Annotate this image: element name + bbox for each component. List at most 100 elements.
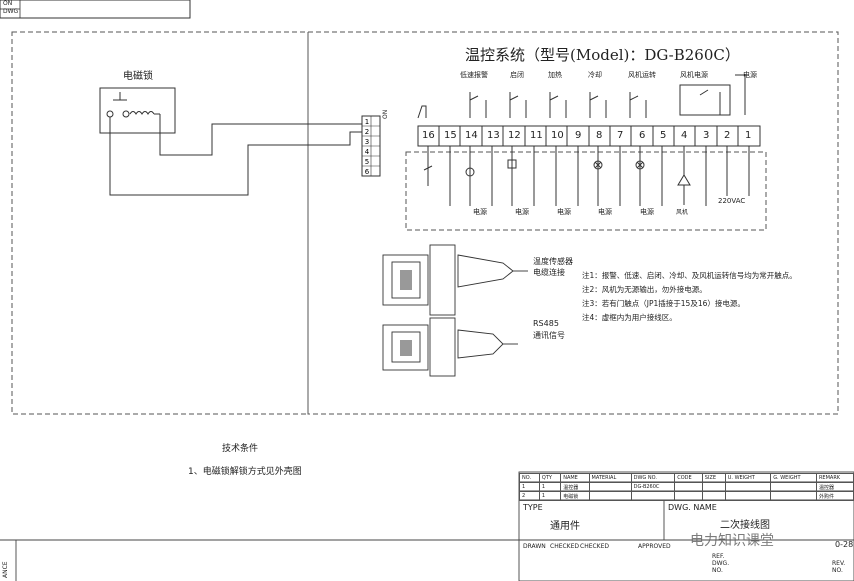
relay-label-6: 风机电源 bbox=[680, 71, 708, 79]
tb-h-gweight: G. WEIGHT bbox=[770, 473, 817, 483]
right-frame bbox=[307, 31, 839, 415]
tb-cell bbox=[770, 482, 817, 492]
rs485-label-2: 通讯信号 bbox=[533, 331, 565, 340]
dwg-name-label: DWG. NAME bbox=[668, 503, 717, 512]
drawn-label: DRAWN bbox=[523, 543, 546, 550]
rs485-label-1: RS485 bbox=[533, 319, 559, 328]
load-label-1: 电源 bbox=[473, 208, 487, 216]
watermark: 电力知识课堂 bbox=[690, 533, 774, 549]
tb-cell bbox=[674, 491, 703, 501]
tb-h-qty: QTY bbox=[538, 473, 562, 483]
tb-cell bbox=[724, 491, 772, 501]
db-connectors bbox=[382, 244, 528, 377]
tb-cell: 温控器 bbox=[560, 482, 590, 492]
relay-contacts bbox=[417, 74, 746, 119]
load-label-4: 电源 bbox=[598, 208, 612, 216]
type-value: 通用件 bbox=[550, 521, 580, 532]
switch-pin-4: 4 bbox=[365, 148, 370, 156]
tb-h-name: NAME bbox=[560, 473, 590, 483]
terminal-6: 6 bbox=[639, 130, 646, 141]
terminal-4: 4 bbox=[681, 130, 688, 141]
dwg-no-tail: 0-28 bbox=[835, 540, 854, 549]
tb-cell: 2 bbox=[519, 491, 540, 501]
switch-pin-5: 5 bbox=[365, 158, 369, 166]
lock-label: 电磁锁 bbox=[123, 71, 153, 82]
approved-label: APPROVED bbox=[638, 543, 671, 550]
user-wiring-area bbox=[405, 151, 767, 231]
switch-pin-1: 1 bbox=[365, 118, 369, 126]
switch-label: ON bbox=[382, 109, 389, 119]
load-label-3: 电源 bbox=[557, 208, 571, 216]
tb-h-code: CODE bbox=[674, 473, 703, 483]
load-label-5: 电源 bbox=[640, 208, 654, 216]
tb-cell bbox=[701, 491, 726, 501]
relay-label-7: 电源 bbox=[743, 71, 757, 79]
rev-label: REV. NO. bbox=[832, 560, 846, 574]
tb-h-size: SIZE bbox=[701, 473, 726, 483]
terminal-12: 12 bbox=[508, 130, 521, 141]
tb-cell: 温控器 bbox=[815, 482, 854, 492]
tb-cell: 外购件 bbox=[815, 491, 854, 501]
checked-label-1: CHECKED bbox=[550, 543, 580, 550]
note-2: 注2：风机为无源输出，勿外接电源。 bbox=[582, 285, 707, 294]
table-row: 2 1 电磁锁 外购件 bbox=[519, 491, 854, 501]
connector-hatch bbox=[400, 270, 412, 356]
relay-label-1: 低速报警 bbox=[460, 71, 488, 79]
type-label: TYPE bbox=[523, 503, 543, 512]
tb-cell: 1 bbox=[538, 482, 562, 492]
corner-on: ON bbox=[3, 0, 13, 7]
tb-cell: 1 bbox=[519, 482, 540, 492]
relay-label-2: 启闭 bbox=[510, 71, 524, 79]
tb-cell: 电磁锁 bbox=[560, 491, 590, 501]
terminal-11: 11 bbox=[530, 130, 543, 141]
fan-note: 风机 bbox=[676, 209, 689, 216]
tech-heading: 技术条件 bbox=[222, 444, 259, 454]
tb-cell: DG-B260C bbox=[630, 482, 676, 492]
tb-cell bbox=[724, 482, 772, 492]
switch-pin-6: 6 bbox=[365, 168, 370, 176]
sensor-label-2: 电缆连接 bbox=[533, 268, 565, 277]
sensor-label-1: 温度传感器 bbox=[533, 257, 573, 266]
tb-h-dwg: DWG NO. bbox=[630, 473, 676, 483]
tb-cell bbox=[630, 491, 676, 501]
note-1: 注1：报警、低速、启闭、冷却、及风机运转信号均为常开触点。 bbox=[582, 271, 797, 280]
left-frame bbox=[11, 31, 309, 415]
lock-box bbox=[99, 87, 176, 134]
tb-cell bbox=[588, 482, 632, 492]
relay-label-3: 加热 bbox=[548, 71, 562, 79]
terminal-10: 10 bbox=[551, 130, 564, 141]
switch-pin-3: 3 bbox=[365, 138, 369, 146]
terminal-2: 2 bbox=[724, 130, 731, 141]
terminal-14: 14 bbox=[465, 130, 478, 141]
terminal-9: 9 bbox=[575, 130, 582, 141]
checked-label-2: CHECKED bbox=[580, 543, 610, 550]
corner-dwg: DWG bbox=[3, 8, 19, 15]
voltage-label: 220VAC bbox=[718, 197, 746, 205]
note-3: 注3：若有门触点（JP1插接于15及16）接电源。 bbox=[582, 299, 745, 308]
note-4: 注4：虚框内为用户接线区。 bbox=[582, 313, 677, 322]
ref-dwg-label: REF. DWG. NO. bbox=[712, 553, 730, 574]
tb-cell bbox=[701, 482, 726, 492]
relay-label-4: 冷却 bbox=[588, 71, 602, 79]
tb-cell bbox=[770, 491, 817, 501]
title-block-table: NO. QTY NAME MATERIAL DWG NO. CODE SIZE … bbox=[519, 473, 854, 501]
terminal-5: 5 bbox=[660, 130, 667, 141]
tb-h-uweight: U. WEIGHT bbox=[724, 473, 772, 483]
tb-h-remark: REMARK bbox=[815, 473, 854, 483]
diagram-title: 温控系统（型号(Model)：DG-B260C） bbox=[465, 46, 740, 64]
dwg-name-value: 二次接线图 bbox=[720, 520, 770, 531]
tb-header-row: NO. QTY NAME MATERIAL DWG NO. CODE SIZE … bbox=[519, 473, 854, 483]
tech-item-1: 1、电磁锁解锁方式见外壳图 bbox=[188, 467, 302, 477]
corner-box bbox=[0, 0, 191, 19]
terminal-13: 13 bbox=[487, 130, 500, 141]
tb-cell: 1 bbox=[538, 491, 562, 501]
relay-label-5: 风机运转 bbox=[628, 71, 656, 79]
terminal-15: 15 bbox=[444, 130, 457, 141]
terminal-7: 7 bbox=[617, 130, 624, 141]
terminal-1: 1 bbox=[745, 130, 752, 141]
load-label-2: 电源 bbox=[515, 208, 529, 216]
table-row: 1 1 温控器 DG-B260C 温控器 bbox=[519, 482, 854, 492]
terminal-strip bbox=[417, 125, 761, 147]
load-circuits bbox=[423, 146, 750, 206]
